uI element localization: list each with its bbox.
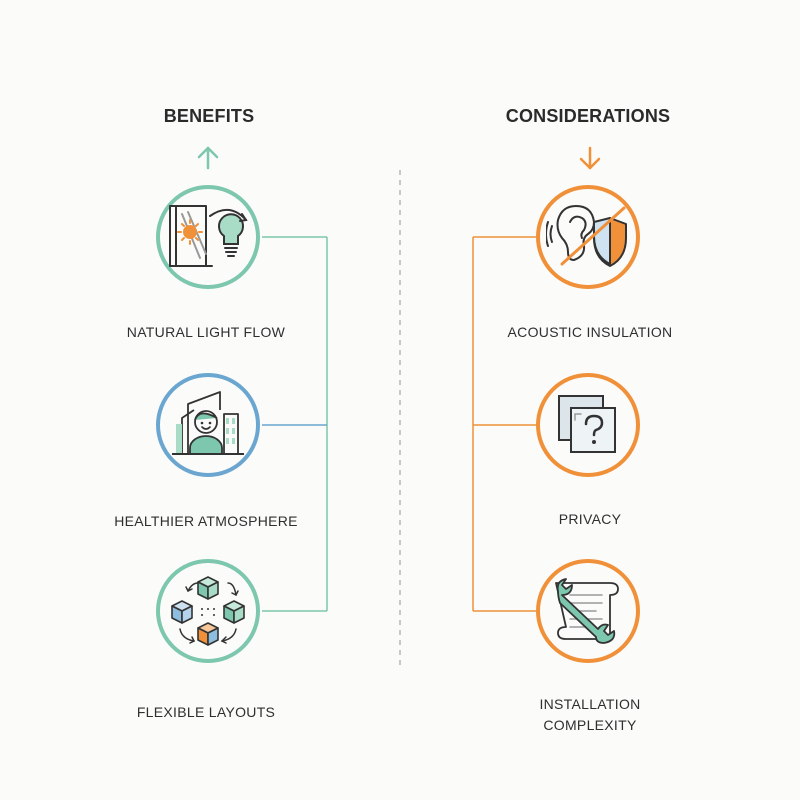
considerations-down-arrow-icon <box>579 146 601 170</box>
flexible-layouts-circle <box>156 559 260 663</box>
benefits-heading: BENEFITS <box>163 106 255 126</box>
modular-cubes-icon <box>171 576 245 646</box>
sun-window-lightbulb-icon <box>169 205 248 267</box>
natural-light-circle <box>156 185 260 289</box>
acoustic-insulation-label: ACOUSTIC INSULATION <box>507 324 673 340</box>
considerations-bracket <box>472 236 536 612</box>
installation-complexity-circle <box>536 559 640 663</box>
privacy-circle <box>536 373 640 477</box>
benefits-up-arrow-icon <box>197 146 219 170</box>
question-panels-icon <box>558 395 616 453</box>
acoustic-insulation-circle <box>536 185 640 289</box>
installation-complexity-label-text: INSTALLATION COMPLEXITY <box>539 696 641 733</box>
privacy-label: PRIVACY <box>558 511 622 527</box>
installation-complexity-label: INSTALLATION COMPLEXITY <box>470 694 710 736</box>
considerations-heading: CONSIDERATIONS <box>505 106 671 126</box>
flexible-layouts-label: FLEXIBLE LAYOUTS <box>136 704 276 720</box>
person-buildings-icon <box>172 391 244 455</box>
ear-shield-icon <box>546 204 627 267</box>
healthier-atmosphere-label: HEALTHIER ATMOSPHERE <box>114 513 298 529</box>
benefits-bracket <box>262 236 328 612</box>
healthier-atmosphere-circle <box>156 373 260 477</box>
wrench-blueprint-icon <box>555 578 619 644</box>
natural-light-flow-label: NATURAL LIGHT FLOW <box>126 324 286 340</box>
